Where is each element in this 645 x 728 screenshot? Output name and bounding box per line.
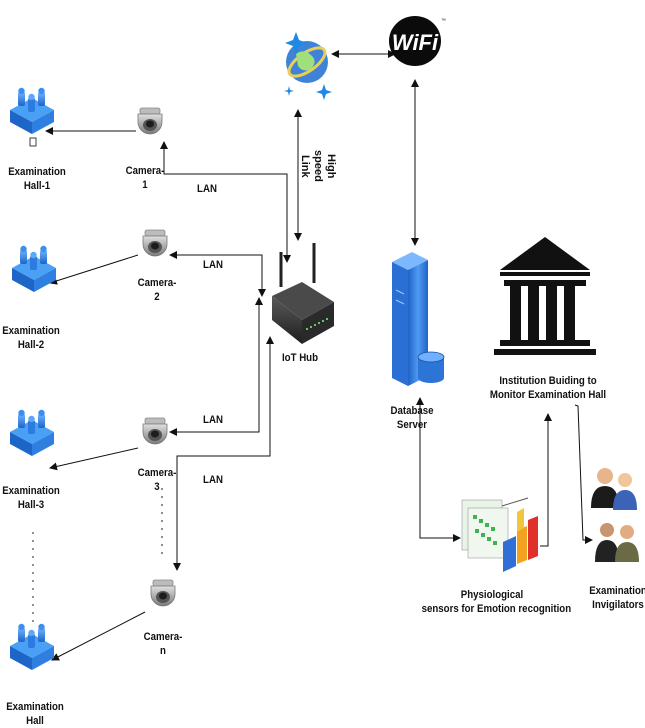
lan-label-4: LAN <box>203 474 223 486</box>
cam2-hub-link <box>169 251 266 297</box>
db-sensors-link <box>416 397 461 542</box>
cam2-to-hall2-arrow <box>49 254 139 285</box>
cam3-to-hall3-arrow <box>49 447 139 471</box>
lan-label-1: LAN <box>197 183 217 195</box>
lan-label-2: LAN <box>203 259 223 271</box>
institution-building-icon <box>494 237 596 355</box>
svg-text:™: ™ <box>441 18 446 24</box>
camera-n-label: Camera-n <box>143 631 183 657</box>
hall-1-icon <box>10 87 54 134</box>
camera-1-label: Camera-1 <box>125 165 165 191</box>
router-icon <box>272 243 334 344</box>
camera-n-icon <box>150 579 176 607</box>
lan-label-3: LAN <box>203 414 223 426</box>
wifi-logo-text: WiFi <box>392 30 439 55</box>
sensors-institution-link <box>540 413 552 547</box>
camera-2-label: Camera-2 <box>137 277 177 303</box>
camn-hub-link <box>173 336 274 571</box>
cam1-hub-link <box>160 141 291 263</box>
camn-to-halln-arrow <box>51 611 146 661</box>
connections <box>45 50 593 661</box>
hall-n-icon <box>10 623 54 670</box>
camera-2-icon <box>142 229 168 257</box>
cloud-globe-icon <box>284 32 332 100</box>
sensor-chart-icon <box>461 497 538 572</box>
camera-1-icon <box>137 107 163 135</box>
camera-3-label: Camera-3 <box>137 467 177 493</box>
institution-invigilators-link <box>574 404 593 544</box>
hall-2-icon <box>12 245 56 292</box>
cam3-hub-link <box>169 297 263 436</box>
database-server-icon <box>392 252 445 386</box>
iot-hub-label: IoT Hub <box>281 352 319 364</box>
invigilators-people-icon <box>591 468 639 562</box>
hall-3-icon <box>10 409 54 456</box>
wifi-logo-icon: WiFi ™ <box>389 16 446 66</box>
continuation-dots <box>32 488 163 628</box>
camera-3-icon <box>142 417 168 445</box>
